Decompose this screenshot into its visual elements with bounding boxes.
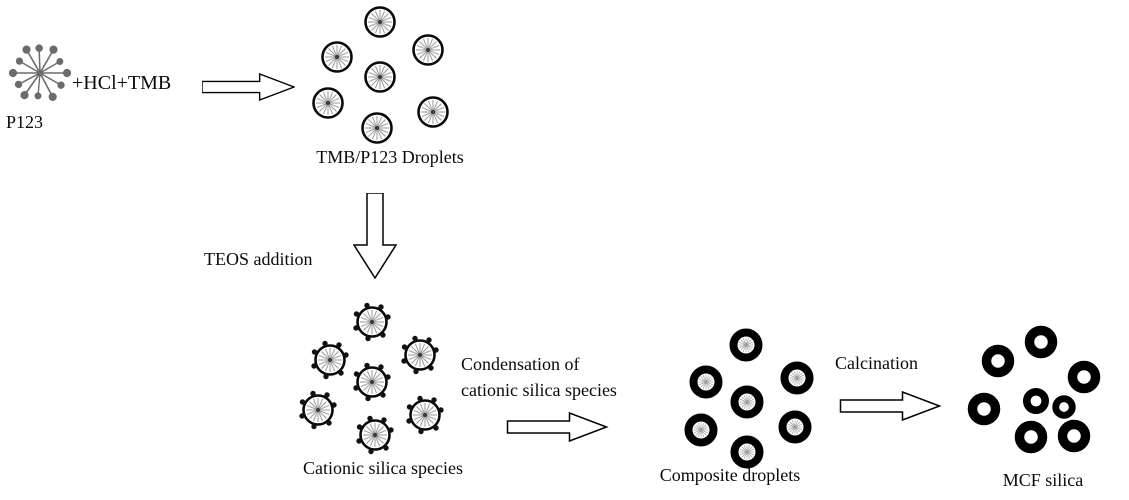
reagents-label: +HCl+TMB [72, 72, 172, 94]
composite-droplet-icon [735, 390, 760, 415]
p123-label: P123 [6, 112, 44, 132]
tmb-p123-droplet-icon [366, 63, 395, 92]
mcf-silica-cluster [958, 322, 1128, 462]
process-arrow-icon [839, 391, 942, 421]
cationic-silica-droplet-icon [353, 303, 390, 341]
composite-droplet-cluster [660, 322, 835, 472]
mcf-silica-ring-icon [1030, 331, 1053, 354]
mcf-silica-ring-icon [1063, 425, 1086, 448]
process-arrow-icon [202, 72, 295, 102]
mcf-silica-ring-icon [987, 350, 1010, 373]
process-arrow-icon [506, 412, 609, 442]
tmb-p123-droplet-icon [414, 36, 443, 65]
composite-droplet-icon [735, 440, 760, 465]
tmb-p123-droplet-cluster [298, 2, 473, 150]
cationic-silica-cluster [283, 293, 478, 463]
mcf-silica-ring-icon [1027, 392, 1045, 410]
cationic-label: Cationic silica species [303, 458, 463, 478]
composite-droplet-icon [783, 415, 808, 440]
cationic-silica-droplet-icon [406, 396, 443, 434]
condensation-label: Condensation of cationic silica species [461, 354, 617, 400]
cationic-silica-droplet-icon [401, 336, 438, 374]
mcf-label: MCF silica [1002, 470, 1084, 490]
teos-label: TEOS addition [204, 249, 313, 269]
calcination-label: Calcination [835, 353, 918, 373]
mcf-silica-ring-icon [1073, 366, 1096, 389]
cationic-silica-droplet-icon [311, 341, 348, 379]
composite-droplet-icon [689, 418, 714, 443]
cationic-silica-droplet-icon [353, 363, 390, 401]
mcf-silica-ring-icon [973, 398, 996, 421]
p123-micelle-icon [0, 33, 80, 113]
mcf-silica-ring-icon [1056, 399, 1073, 416]
composite-droplet-icon [734, 333, 759, 358]
tmb-p123-droplet-icon [314, 89, 343, 118]
cationic-silica-droplet-icon [299, 391, 336, 429]
tmb-p123-droplet-icon [323, 43, 352, 72]
process-arrow-down-icon [353, 193, 397, 279]
tmb-p123-droplet-icon [419, 98, 448, 127]
tmb-droplets-label: TMB/P123 Droplets [316, 147, 464, 167]
mcf-silica-ring-icon [1020, 426, 1043, 449]
cationic-silica-droplet-icon [356, 416, 393, 454]
tmb-p123-droplet-icon [366, 8, 395, 37]
tmb-p123-droplet-icon [363, 114, 392, 143]
composite-droplet-icon [785, 366, 810, 391]
composite-droplet-icon [694, 370, 719, 395]
composite-label: Composite droplets [659, 465, 801, 485]
